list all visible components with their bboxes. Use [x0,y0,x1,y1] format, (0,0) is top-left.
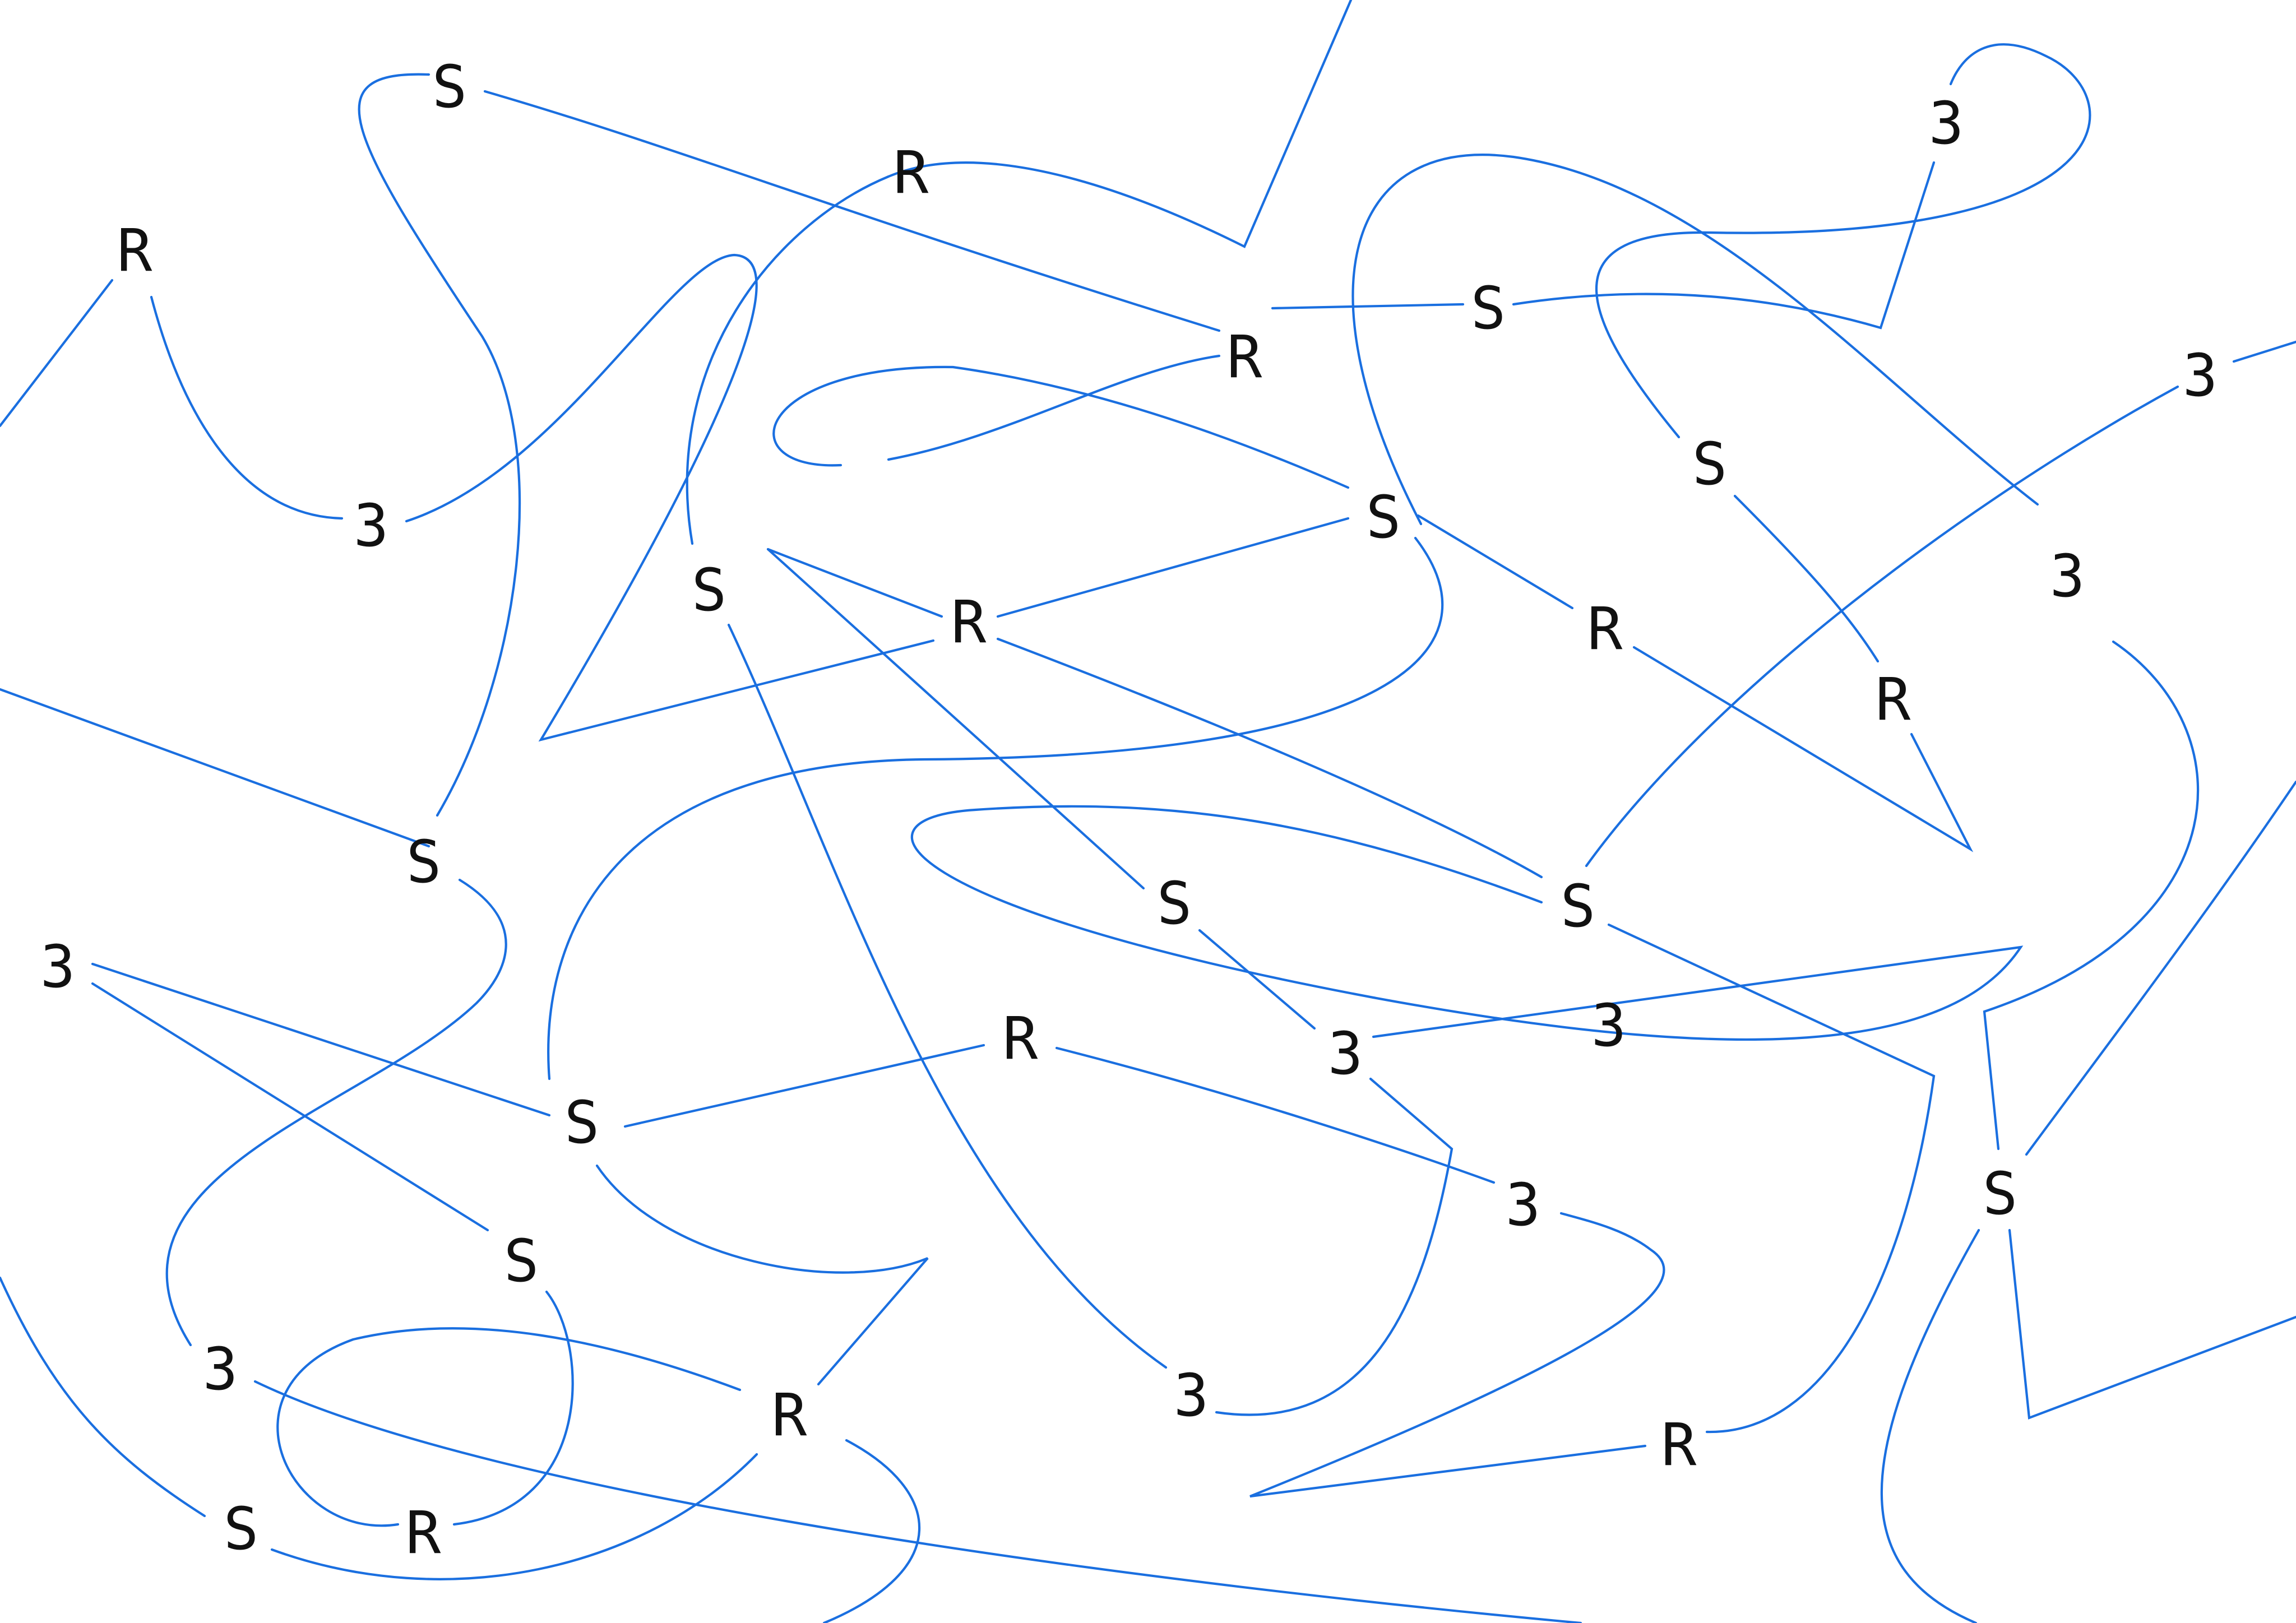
edge [452,1290,574,1526]
node-label: S [406,828,442,896]
edge [996,637,1543,879]
node-label: 3 [1506,1171,1541,1239]
edge [1055,1046,1496,1184]
edge [1512,161,1936,330]
node-label: R [894,138,929,207]
edge [91,982,489,1232]
edge [547,536,1444,1081]
edge [1733,494,1880,663]
edge [276,1327,742,1527]
node-label: 3 [354,491,389,560]
node-label: 3 [2183,341,2218,410]
edge [1215,1077,1453,1416]
edge [1595,43,2091,439]
edge [772,365,1350,489]
node-label: R [772,1381,807,1449]
edge [1351,154,2039,526]
edge [165,878,507,1347]
node-label: R [1876,665,1911,734]
edge [822,1439,921,1623]
edge [91,962,551,1117]
edge [0,1276,206,1518]
edge [1880,1228,1980,1623]
edge [0,688,430,848]
node-label: S [1983,1160,2018,1228]
node-label: 3 [40,933,76,1001]
edge [1271,303,1465,310]
node-label: S [564,1088,600,1157]
edge [1585,385,2179,868]
node-label: R [406,1499,441,1567]
edge [150,295,344,520]
edge [0,279,114,428]
edge [2232,340,2296,363]
edge [253,1380,1582,1623]
edge [358,73,521,817]
edge [910,805,2024,1041]
node-label: 3 [1328,1019,1363,1088]
edge [727,623,1168,1369]
edge [1417,514,1574,610]
node-label: S [224,1495,259,1563]
edge [1632,646,1974,852]
node-label: R [1227,323,1262,391]
edge [623,1044,985,1128]
edge [1249,1212,1665,1498]
node-label: R [951,588,987,656]
edge [887,0,1353,248]
edge [2008,1228,2296,1420]
node-label: R [1003,1004,1038,1073]
edge [686,175,890,545]
edge [595,1164,929,1386]
node-label: 3 [2050,542,2085,610]
node-label: S [504,1227,539,1295]
node-label: 3 [1929,89,1964,157]
edge [996,517,1350,618]
node-label: 3 [1174,1361,1209,1430]
edge [1607,923,1936,1434]
node-label: R [1587,595,1623,663]
edge [483,90,1221,332]
label-layer: S R R 3 3 S R 3 S S S R R S 3 R S S 3 3 … [40,53,2218,1567]
node-label: 3 [203,1335,238,1403]
node-label: R [117,216,152,285]
node-label: S [692,556,727,624]
edge [766,548,1145,890]
node-label: S [1471,274,1506,342]
edge [270,1453,758,1580]
node-label: S [1692,430,1728,498]
edge [887,354,1221,461]
node-label: S [1366,483,1401,551]
node-label: 3 [1591,991,1627,1060]
edge [405,253,935,742]
node-label: S [432,53,467,121]
edge [1198,929,1316,1030]
node-label: S [1561,872,1596,940]
edge [766,548,943,618]
edge [2025,780,2296,1156]
node-label: R [1661,1411,1697,1479]
edge [1983,640,2200,1151]
node-label: S [1157,869,1192,938]
